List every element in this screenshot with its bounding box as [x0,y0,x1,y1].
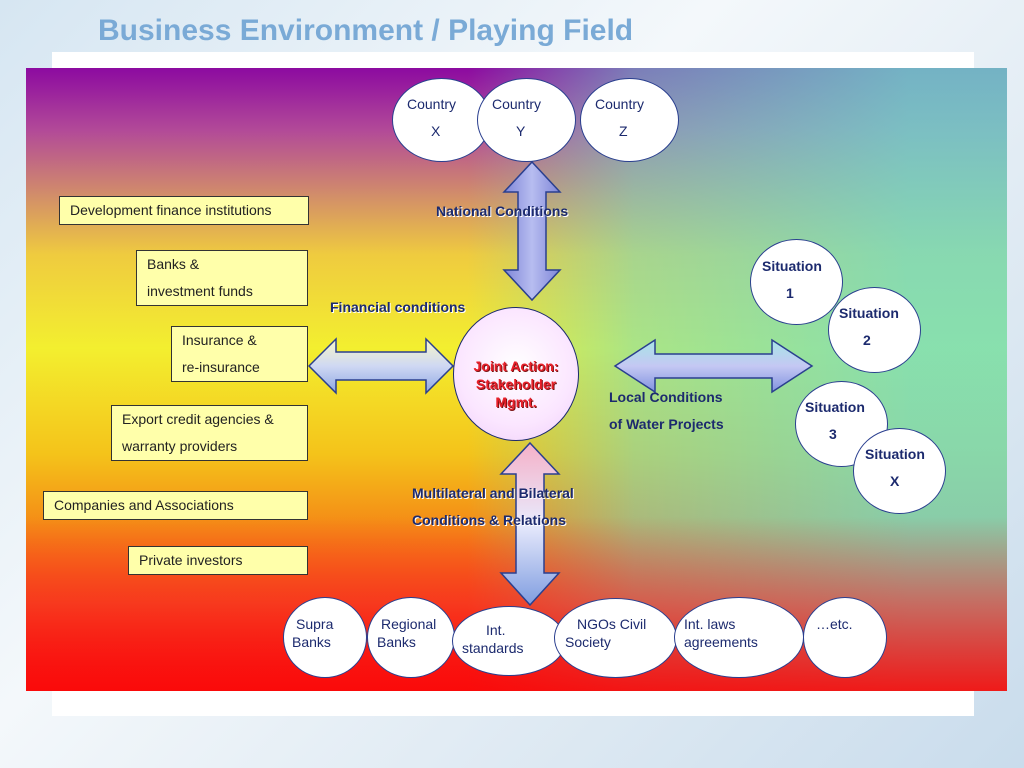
box-insurance: Insurance & re-insurance [171,326,308,382]
country-x-oval: Country X [392,78,491,162]
label-local-conditions: Local Conditions [609,389,723,405]
oval-text: Supra [296,616,334,632]
oval-text: Banks [377,634,416,650]
oval-text: agreements [684,634,758,650]
oval-ngos: NGOs Civil Society [554,598,677,678]
oval-int-standards: Int. standards [452,606,566,676]
country-label: Country [595,96,645,112]
box-export-credit: Export credit agencies & warranty provid… [111,405,308,461]
center-line: Joint Action: [473,358,559,374]
situation-1-oval: Situation 1 [750,239,843,325]
oval-text: Int. [486,622,506,638]
oval-text: Int. laws [684,616,736,632]
oval-text: …etc. [816,616,853,632]
box-text: Companies and Associations [54,497,234,513]
country-label: Country [492,96,542,112]
box-development-finance: Development finance institutions [59,196,309,225]
situation-id: 1 [786,285,794,301]
label-national-conditions: National Conditions [436,203,569,219]
label-financial-conditions: Financial conditions [330,299,466,315]
joint-action-oval: Joint Action: Stakeholder Mgmt. [453,307,579,441]
box-text: Development finance institutions [70,202,272,218]
label-local-conditions-2: of Water Projects [609,416,724,432]
box-text: Insurance & [182,332,257,348]
situation-label: Situation [762,258,822,274]
slide-title: Business Environment / Playing Field [98,14,634,47]
country-y-oval: Country Y [477,78,576,162]
box-text: Private investors [139,552,243,568]
arrow-national [502,160,562,302]
oval-text: standards [462,640,524,656]
box-text: re-insurance [182,359,260,375]
oval-regional-banks: Regional Banks [367,597,455,678]
oval-text: Banks [292,634,331,650]
arrow-financial [307,337,455,395]
situation-label: Situation [805,399,865,415]
country-letter: Y [516,123,526,139]
country-z-oval: Country Z [580,78,679,162]
box-banks-investment: Banks & investment funds [136,250,308,306]
country-label: Country [407,96,457,112]
center-line: Stakeholder [475,376,557,392]
situation-label: Situation [865,446,925,462]
arrow-multilateral [499,441,561,607]
situation-x-oval: Situation X [853,428,946,514]
oval-text: NGOs Civil [577,616,647,632]
label-multilateral: Multilateral and Bilateral [412,485,574,501]
oval-etc: …etc. [803,597,887,678]
label-multilateral-2: Conditions & Relations [412,512,566,528]
situation-label: Situation [839,305,899,321]
situation-id: X [890,473,900,489]
situation-id: 2 [863,332,871,348]
country-letter: Z [619,123,628,139]
box-text: warranty providers [122,438,238,454]
box-private-investors: Private investors [128,546,308,575]
country-letter: X [431,123,441,139]
box-text: Banks & [147,256,200,272]
oval-supra-banks: Supra Banks [283,597,367,678]
arrow-local [613,338,814,394]
box-companies: Companies and Associations [43,491,308,520]
situation-3-oval: Situation 3 [795,381,888,467]
box-text: Export credit agencies & [122,411,274,427]
center-line: Mgmt. [495,394,537,410]
box-text: investment funds [147,283,253,299]
oval-int-laws: Int. laws agreements [674,597,804,678]
situation-id: 3 [829,426,837,442]
oval-text: Regional [381,616,437,632]
oval-text: Society [565,634,611,650]
situation-2-oval: Situation 2 [828,287,921,373]
